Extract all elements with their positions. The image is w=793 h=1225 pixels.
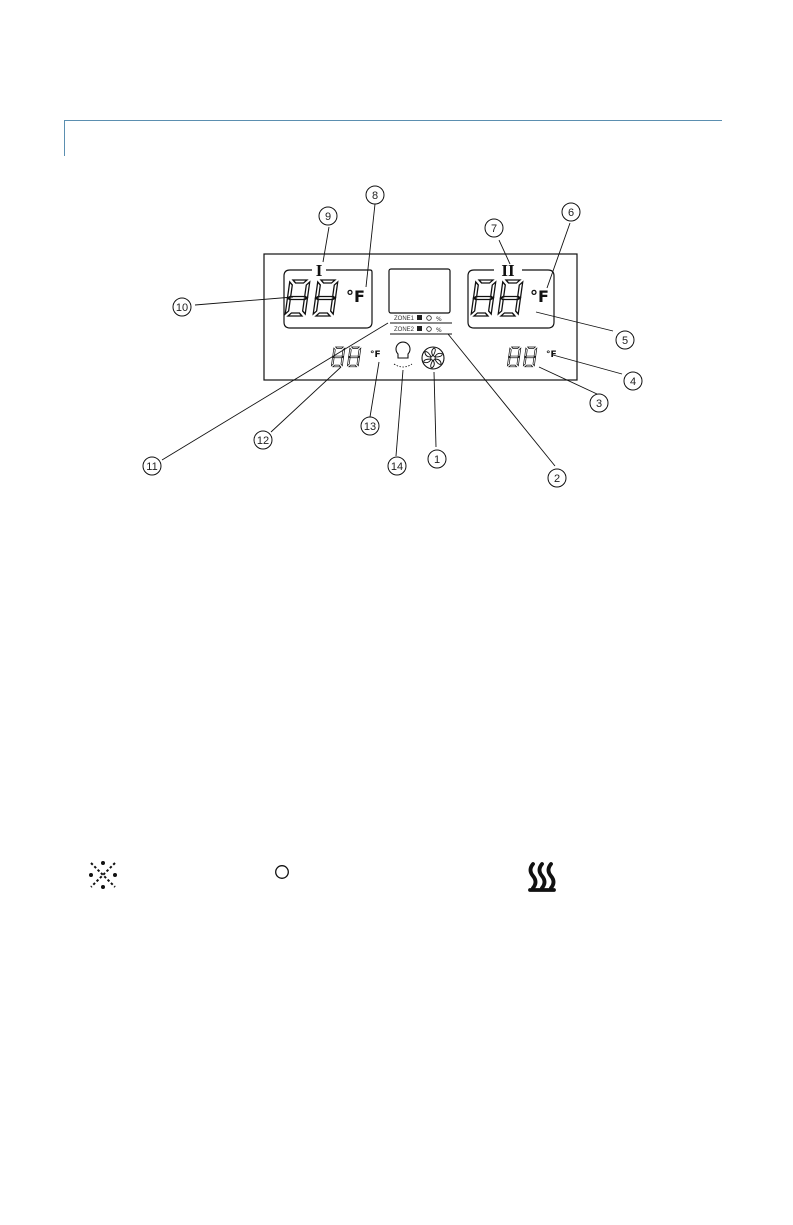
zone-row-2: ZONE2 % xyxy=(390,326,452,334)
zone2-numeral: II xyxy=(501,261,515,280)
zone-row-1: ZONE1 % xyxy=(390,315,452,323)
zone1-small-temp: °F xyxy=(331,347,380,367)
svg-text:1: 1 xyxy=(434,454,440,466)
zone1-numeral: I xyxy=(316,261,323,280)
center-screen xyxy=(389,269,450,313)
snowflake-icon xyxy=(417,315,422,320)
zone1-display: I °F xyxy=(284,261,372,328)
zone2-small-temp: °F xyxy=(507,347,556,367)
svg-text:10: 10 xyxy=(176,302,188,314)
callout-2: 2 xyxy=(548,469,566,487)
svg-text:3: 3 xyxy=(596,398,602,410)
zone2-display: II °F xyxy=(468,261,554,328)
callout-1: 1 xyxy=(428,450,446,468)
svg-text:°F: °F xyxy=(370,350,381,360)
svg-text:5: 5 xyxy=(622,335,628,347)
svg-text:ZONE2: ZONE2 xyxy=(394,327,415,333)
heat-icon xyxy=(527,861,557,895)
svg-text:ZONE1: ZONE1 xyxy=(394,316,415,322)
zone1-digit xyxy=(285,280,310,316)
svg-text:11: 11 xyxy=(146,461,157,473)
circle-icon xyxy=(274,864,290,880)
circle-icon xyxy=(427,316,432,321)
svg-text:4: 4 xyxy=(630,376,636,388)
svg-text:14: 14 xyxy=(391,461,403,473)
circle-icon xyxy=(427,327,432,332)
callout-10: 10 xyxy=(173,298,191,316)
svg-text:6: 6 xyxy=(568,207,574,219)
callout-8: 8 xyxy=(366,186,384,204)
heat-icon: % xyxy=(436,316,442,323)
svg-text:2: 2 xyxy=(554,473,560,485)
callout-7: 7 xyxy=(485,219,503,237)
svg-text:7: 7 xyxy=(491,223,497,235)
callout-11: 11 xyxy=(143,457,161,475)
callout-13: 13 xyxy=(361,417,379,435)
light-icon xyxy=(394,342,412,367)
zone2-unit: °F xyxy=(530,287,549,306)
svg-text:8: 8 xyxy=(372,190,378,202)
svg-text:9: 9 xyxy=(325,211,331,223)
svg-text:13: 13 xyxy=(364,421,376,433)
leader-lines xyxy=(162,204,622,466)
zone1-unit: °F xyxy=(346,287,365,306)
callout-6: 6 xyxy=(562,203,580,221)
callout-5: 5 xyxy=(616,331,634,349)
callout-14: 14 xyxy=(388,457,406,475)
callout-4: 4 xyxy=(624,372,642,390)
callout-12: 12 xyxy=(254,431,272,449)
heat-icon: % xyxy=(436,327,442,334)
fan-icon xyxy=(422,347,444,369)
snowflake-icon xyxy=(417,326,422,331)
zone2-digit xyxy=(471,280,496,316)
zone2-digit xyxy=(498,280,523,316)
svg-text:12: 12 xyxy=(257,435,269,447)
zone1-digit xyxy=(313,280,338,316)
snowflake-icon xyxy=(88,860,118,890)
callout-9: 9 xyxy=(319,207,337,225)
callout-3: 3 xyxy=(590,394,608,412)
svg-text:°F: °F xyxy=(546,350,557,360)
